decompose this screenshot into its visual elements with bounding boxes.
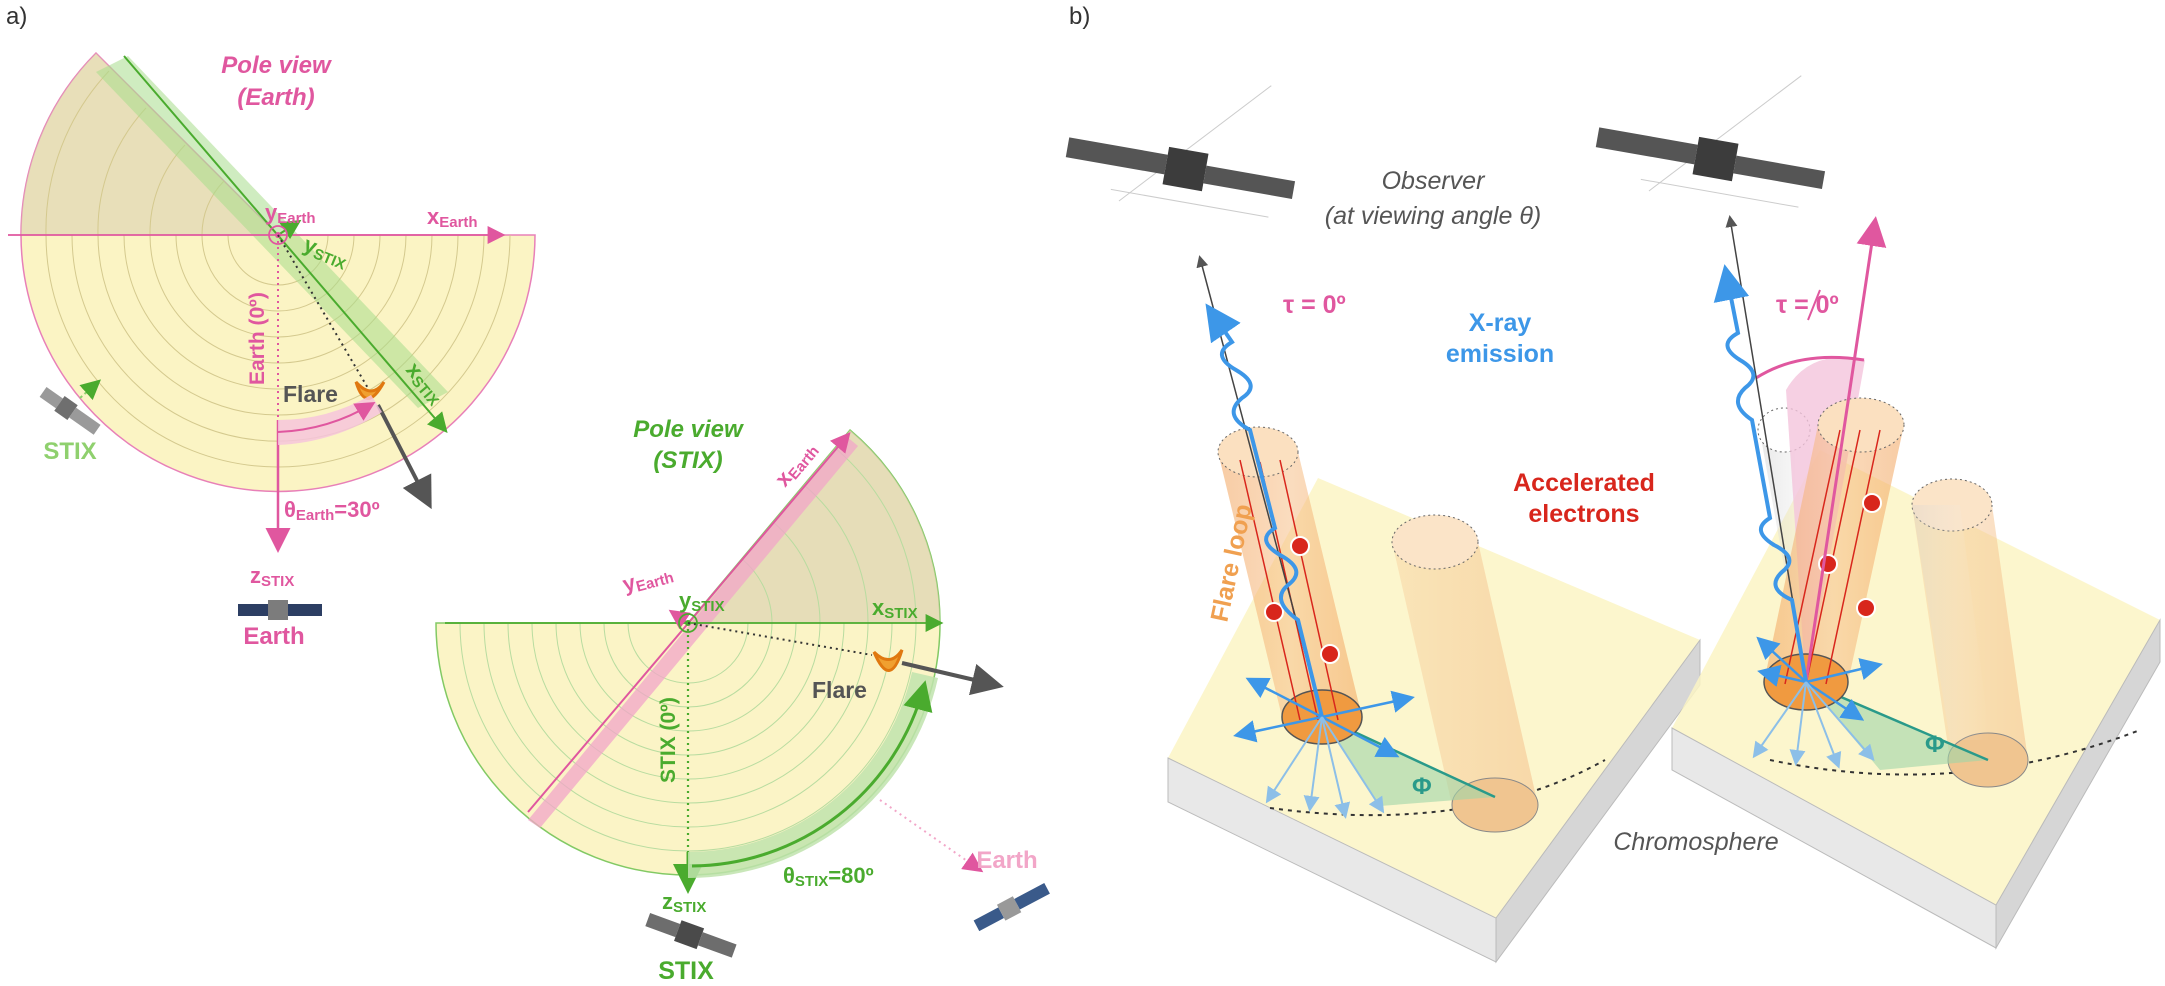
y-stix-label-stix: ySTIX xyxy=(679,588,725,615)
y-stix-arrow xyxy=(277,219,302,240)
accel-label-2: electrons xyxy=(1528,500,1639,528)
x-stix-axis xyxy=(123,55,448,434)
observer-label-2: (at viewing angle θ) xyxy=(1325,202,1541,230)
xray-wave-left xyxy=(1205,303,1324,718)
chromosphere-label: Chromosphere xyxy=(1613,828,1778,856)
y-earth-label-stix: yEarth xyxy=(620,560,676,599)
z-stix-label-stix: zSTIX xyxy=(662,889,706,916)
phi-label-left: Φ xyxy=(1412,773,1432,800)
flare-icon-stix xyxy=(872,649,904,672)
x-earth-label: xEarth xyxy=(427,204,478,231)
earth-zero-label: Earth (0º) xyxy=(246,292,269,385)
flare-line-of-sight-stix xyxy=(687,622,873,656)
earth-spacecraft-right xyxy=(973,882,1050,932)
panel-b-label: b) xyxy=(1069,3,1090,30)
y-earth-label: yEarth xyxy=(265,200,316,227)
chromosphere-dashed-arc-right xyxy=(1769,729,2141,776)
earth-pole-title-2: (Earth) xyxy=(237,84,314,111)
earth-pointer-dotted xyxy=(879,799,984,873)
xray-label-1: X-ray xyxy=(1469,309,1532,337)
stix-plane-band xyxy=(96,56,448,408)
observer-spacecraft-left xyxy=(1065,85,1296,218)
stix-pole-title-2: (STIX) xyxy=(653,447,722,474)
stix-zero-label: STIX (0º) xyxy=(657,697,680,783)
accel-label-1: Accelerated xyxy=(1513,469,1655,497)
stix-spacecraft-bottom xyxy=(645,913,737,958)
flare-label-stix-view: Flare xyxy=(812,677,867,703)
earth-pole-title-1: Pole view xyxy=(221,52,332,79)
flare-label-earth-view: Flare xyxy=(283,381,338,407)
flare-direction-arrow-stix xyxy=(901,661,1004,696)
stix-label-left: STIX xyxy=(43,438,96,465)
stix-spacecraft-left xyxy=(39,387,101,435)
flare-icon xyxy=(354,380,386,400)
observer-spacecraft-right xyxy=(1595,75,1826,208)
theta-stix-label: θSTIX=80º xyxy=(783,863,874,890)
earth-plane-band xyxy=(528,436,858,828)
theta-earth-label: θEarth=30º xyxy=(284,497,380,524)
tau-label-right: τ = 0º xyxy=(1776,291,1839,319)
earth-label-bottom: Earth xyxy=(243,623,304,650)
xray-wave-right xyxy=(1713,264,1808,683)
earth-pole-view: Pole view (Earth) yEarth xEarth ySTIX xS… xyxy=(8,51,536,650)
flare-line-of-sight xyxy=(277,234,373,396)
stix-pole-rings xyxy=(459,447,917,852)
phi-label-right: Φ xyxy=(1925,731,1945,758)
x-stix-label-stix: xSTIX xyxy=(872,595,918,622)
vertical-direction-pink xyxy=(1804,216,1887,683)
flare-loop-left-group xyxy=(1196,255,1539,833)
electron-markers-left xyxy=(1264,536,1340,664)
earth-origin xyxy=(268,225,288,245)
stix-pole-title-1: Pole view xyxy=(633,416,744,443)
flare-loop-right-group xyxy=(1713,215,2029,788)
flare-direction-arrow xyxy=(376,404,432,510)
tau-label-left: τ = 0º xyxy=(1283,291,1346,319)
xray-label-2: emission xyxy=(1446,340,1554,368)
earth-spacecraft xyxy=(238,600,322,620)
stix-pole-view: Pole view (STIX) xEarth yEarth ySTIX xST… xyxy=(435,416,1050,985)
observer-label-1: Observer xyxy=(1382,167,1486,195)
stix-label-bottom: STIX xyxy=(658,957,714,985)
tau-label-right-group: τ = 0º xyxy=(1776,289,1839,321)
panel-a-label: a) xyxy=(6,3,27,30)
stix-origin xyxy=(678,613,698,633)
z-stix-label-earth-view: zSTIX xyxy=(250,563,294,590)
earth-label-right: Earth xyxy=(976,847,1037,874)
emission-arrows-left xyxy=(1233,677,1415,758)
